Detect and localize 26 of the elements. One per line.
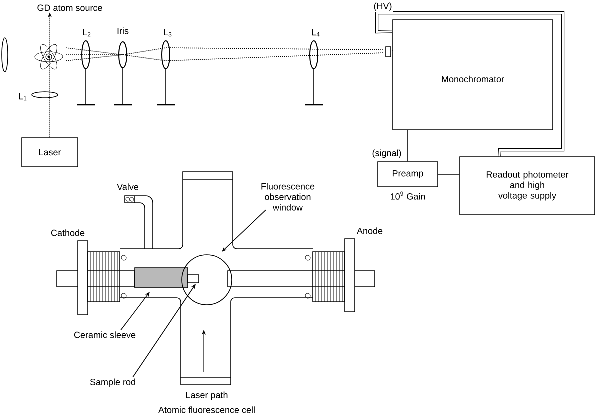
part-label: L$_{2}$	[83, 29, 91, 37]
part-label: Anode	[357, 228, 383, 234]
part-label: Cathode	[51, 230, 85, 236]
part-label: L$_{4}$	[312, 29, 320, 37]
callout-text: Fluorescence observation window	[262, 183, 315, 211]
cable	[375, 11, 565, 157]
callout-text: Ceramic sleeve	[74, 332, 136, 338]
leader-line	[222, 210, 266, 252]
cable	[438, 174, 460, 175]
source-label: GD atom source	[38, 4, 102, 12]
gain-label: 10$^{9}$ Gain	[391, 192, 426, 200]
edge-label: (signal)	[371, 148, 403, 160]
callout-text: Sample rod	[90, 378, 136, 388]
preamp-box: Preamp	[378, 162, 438, 188]
leader-line	[132, 284, 196, 378]
laser-box: Laser	[22, 138, 78, 168]
edge-label: (HV)	[372, 2, 394, 12]
part-label: L$_{3}$	[164, 29, 172, 37]
part-label: L$_{1}$	[19, 93, 27, 101]
part-label: Atomic fluorescence cell	[158, 406, 255, 414]
part-label: Valve	[117, 184, 139, 190]
monochromator-box: Monochromator	[392, 20, 554, 130]
part-label: Iris	[118, 28, 129, 34]
readout-box: Readout photometer and high voltage supply	[460, 156, 596, 216]
part-label: Laser path	[186, 392, 228, 400]
leader-line	[120, 292, 150, 331]
